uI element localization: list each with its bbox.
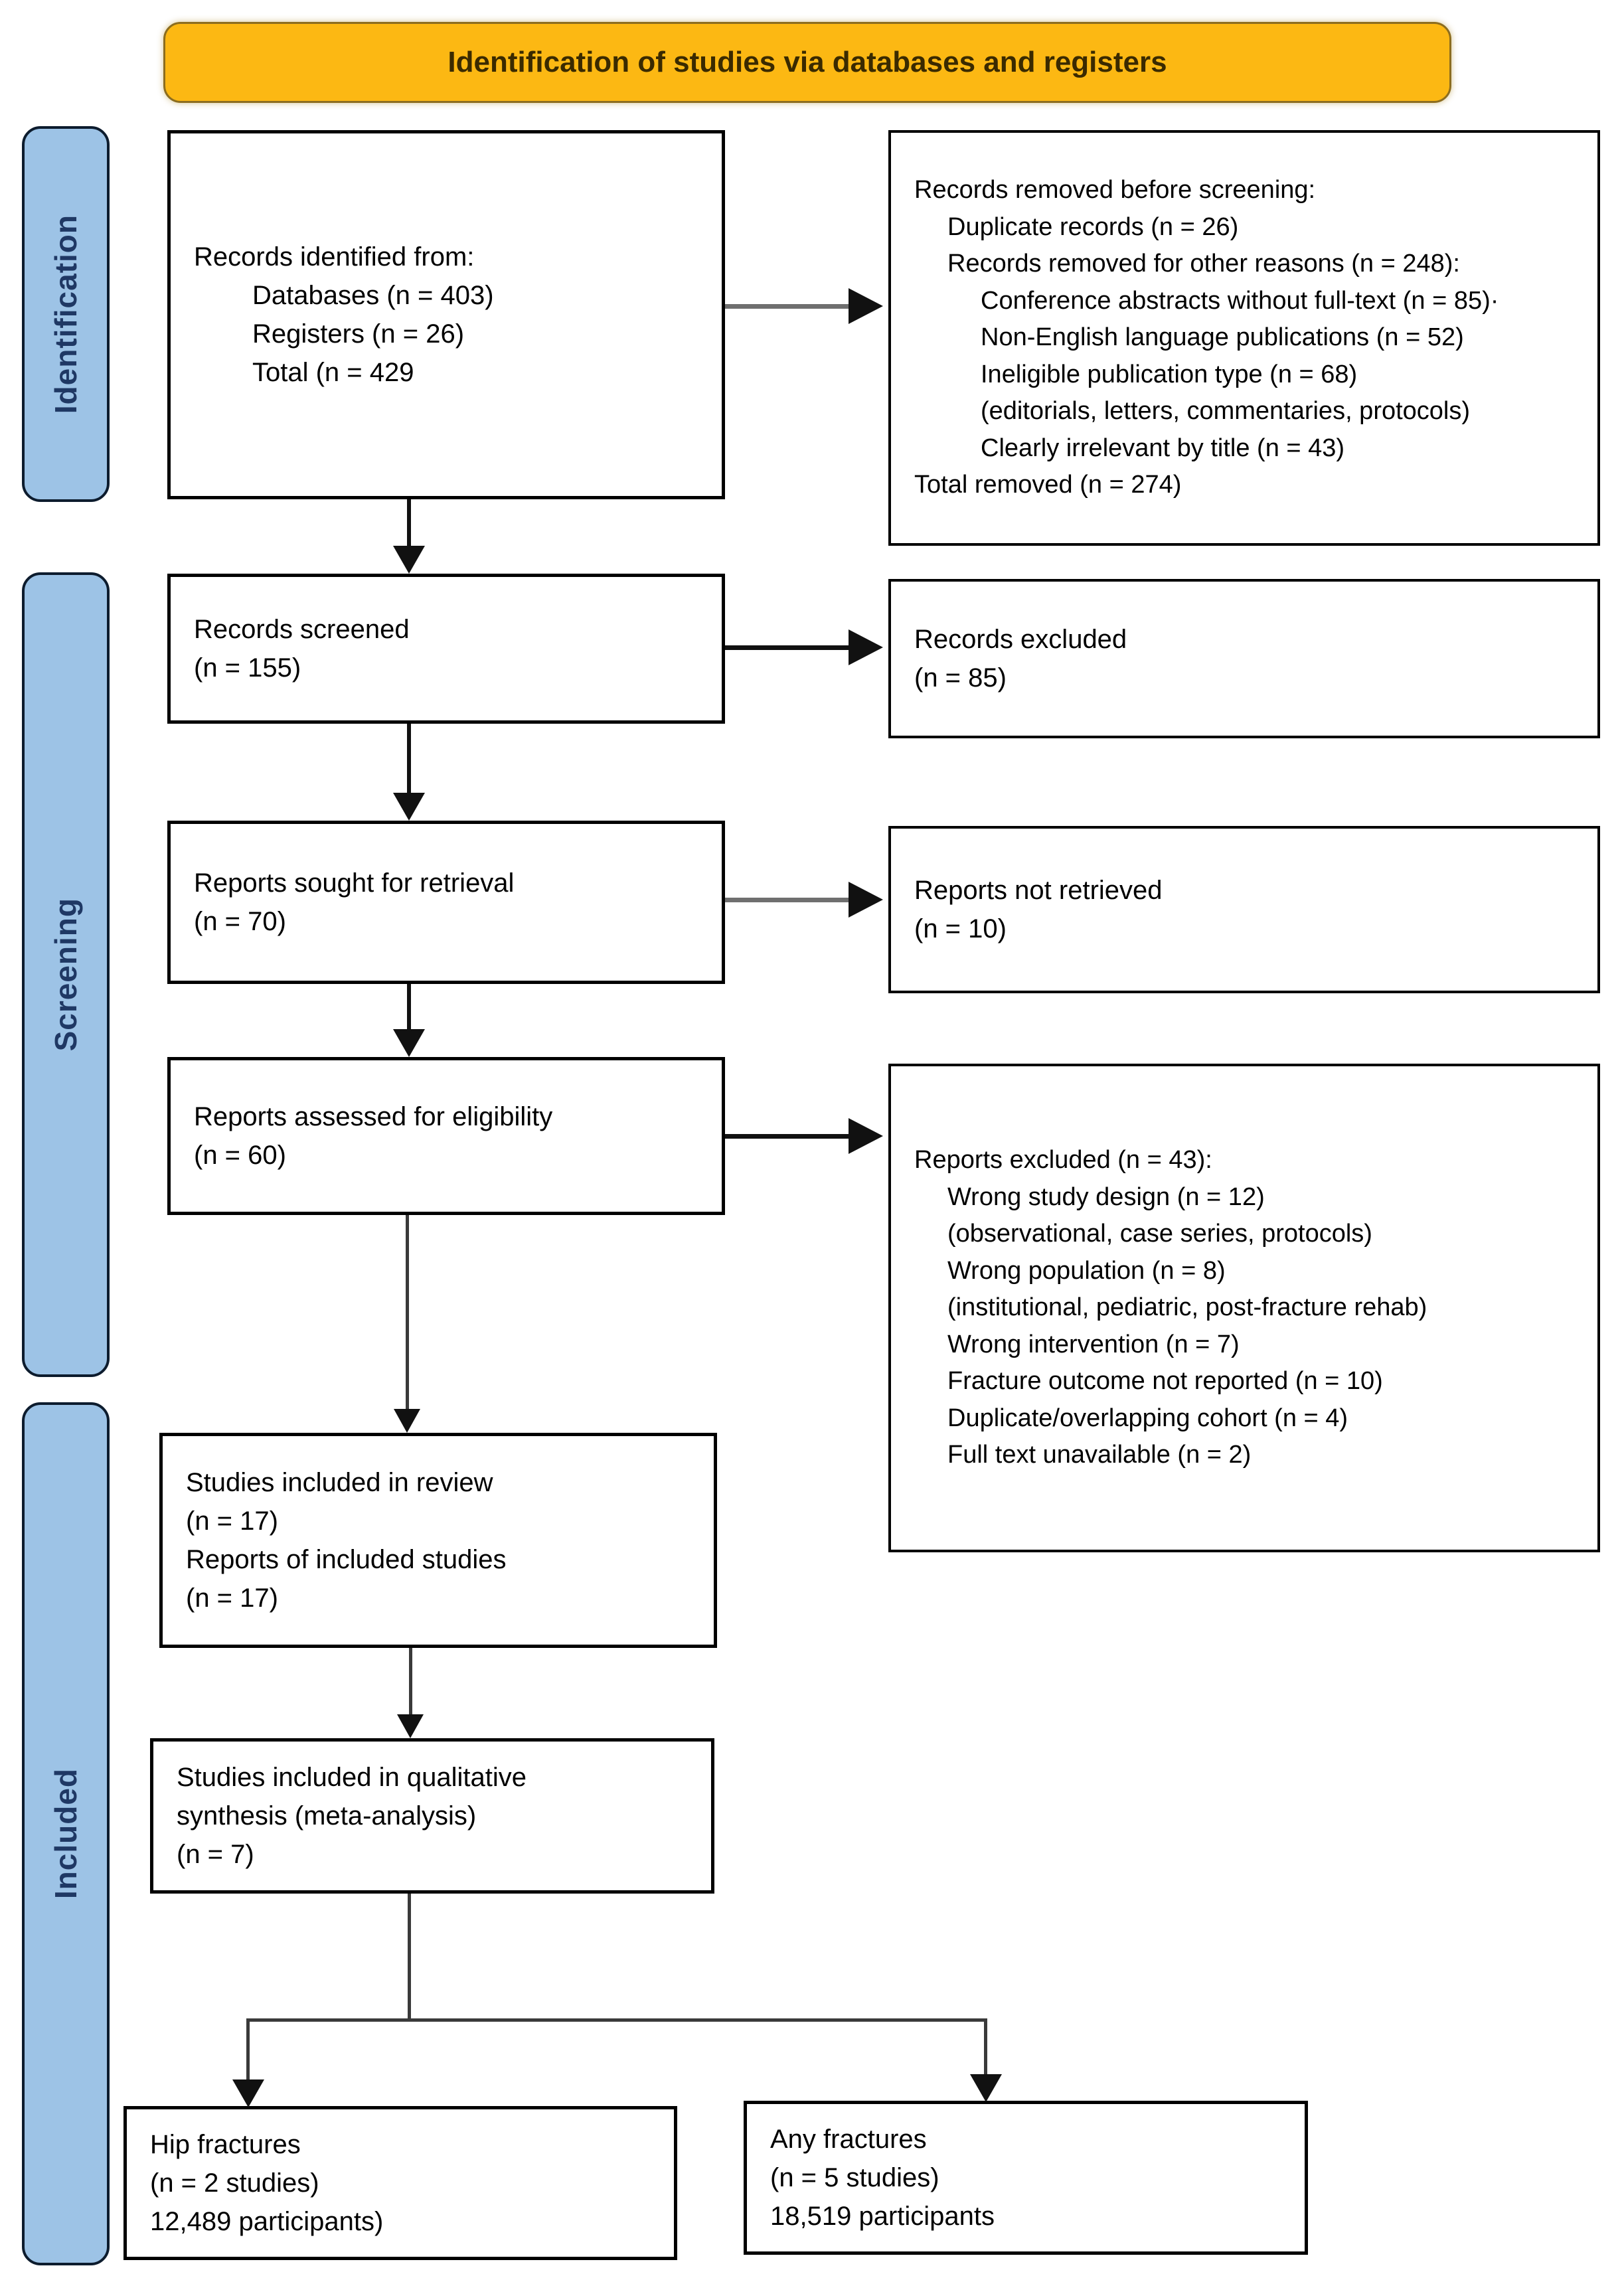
box-studies-included-review: Studies included in review (n = 17) Repo… (159, 1433, 717, 1648)
box-line: Hip fractures (150, 2130, 301, 2159)
banner-identification-via-databases: Identification of studies via databases … (163, 22, 1451, 103)
box-line: Ineligible publication type (n = 68) (981, 360, 1358, 388)
box-line: Duplicate records (n = 26) (947, 212, 1239, 241)
box-line: (editorials, letters, commentaries, prot… (981, 397, 1471, 426)
box-line: Records excluded (914, 625, 1127, 654)
box-line: Fracture outcome not reported (n = 10) (947, 1367, 1383, 1396)
box-line: Wrong study design (n = 12) (947, 1182, 1265, 1211)
stage-included: Included (22, 1402, 110, 2265)
box-line: Total (n = 429 (252, 358, 414, 387)
box-line: (n = 17) (186, 1506, 278, 1536)
box-line: (n = 60) (194, 1141, 286, 1170)
box-line: Records identified from: (194, 242, 475, 272)
box-line: synthesis (meta-analysis) (177, 1801, 477, 1831)
box-records-removed: Records removed before screening: Duplic… (888, 130, 1600, 546)
box-line: Records removed before screening: (914, 176, 1316, 204)
box-reports-not-retrieved: Reports not retrieved (n = 10) (888, 826, 1600, 993)
box-line: Records removed for other reasons (n = 2… (947, 250, 1460, 278)
arrowhead-down-icon (970, 2074, 1002, 2102)
box-records-screened: Records screened (n = 155) (167, 574, 725, 724)
box-line: Non-English language publications (n = 5… (981, 323, 1464, 352)
box-line: Studies included in review (186, 1468, 493, 1497)
arrowhead-right-icon (849, 288, 883, 324)
box-line: Wrong population (n = 8) (947, 1256, 1226, 1285)
arrowhead-down-icon (232, 2079, 264, 2107)
box-records-excluded: Records excluded (n = 85) (888, 579, 1600, 738)
box-records-identified: Records identified from: Databases (n = … (167, 130, 725, 499)
box-line: Databases (n = 403) (252, 281, 494, 310)
box-line: Full text unavailable (n = 2) (947, 1441, 1252, 1469)
stage-included-label: Included (48, 1768, 83, 1900)
box-line: (n = 70) (194, 907, 286, 936)
arrowhead-down-icon (393, 546, 425, 574)
arrowhead-down-icon (393, 793, 425, 821)
box-line: Records screened (194, 615, 410, 644)
box-line: Total removed (n = 274) (914, 471, 1182, 499)
box-reports-assessed: Reports assessed for eligibility (n = 60… (167, 1057, 725, 1215)
box-line: Duplicate/overlapping cohort (n = 4) (947, 1404, 1348, 1432)
arrowhead-down-icon (394, 1409, 420, 1433)
stage-identification-label: Identification (48, 214, 83, 414)
box-line: (n = 10) (914, 914, 1007, 943)
box-line: Studies included in qualitative (177, 1763, 527, 1792)
box-reports-sought: Reports sought for retrieval (n = 70) (167, 821, 725, 984)
stage-screening: Screening (22, 572, 110, 1377)
box-line: Wrong intervention (n = 7) (947, 1330, 1240, 1358)
arrowhead-down-icon (397, 1714, 424, 1738)
box-line: Reports not retrieved (914, 876, 1163, 905)
arrowhead-right-icon (849, 882, 883, 918)
box-line: (n = 17) (186, 1584, 278, 1613)
box-studies-qualitative-synthesis: Studies included in qualitative synthesi… (150, 1738, 714, 1894)
box-line: Clearly irrelevant by title (n = 43) (981, 434, 1345, 462)
box-line: (n = 5 studies) (770, 2163, 939, 2192)
box-line: Reports excluded (n = 43): (914, 1146, 1212, 1175)
stage-identification: Identification (22, 126, 110, 502)
box-line: Any fractures (770, 2125, 927, 2154)
box-line: Conference abstracts without full-text (… (981, 286, 1499, 315)
box-any-fractures: Any fractures (n = 5 studies) 18,519 par… (744, 2101, 1308, 2255)
box-hip-fractures: Hip fractures (n = 2 studies) 12,489 par… (123, 2106, 677, 2260)
box-line: 18,519 participants (770, 2202, 995, 2231)
box-line: Reports sought for retrieval (194, 868, 515, 898)
arrowhead-right-icon (849, 629, 883, 665)
box-line: (observational, case series, protocols) (947, 1220, 1372, 1248)
stage-screening-label: Screening (48, 898, 83, 1052)
box-line: (n = 2 studies) (150, 2168, 319, 2198)
banner-title: Identification of studies via databases … (447, 46, 1167, 78)
arrowhead-down-icon (393, 1029, 425, 1057)
box-line: (n = 7) (177, 1840, 254, 1869)
box-line: (n = 85) (914, 663, 1007, 692)
box-line: Reports of included studies (186, 1545, 507, 1574)
box-line: Reports assessed for eligibility (194, 1102, 553, 1131)
box-line: (institutional, pediatric, post-fracture… (947, 1293, 1427, 1322)
arrowhead-right-icon (849, 1118, 883, 1154)
box-line: 12,489 participants) (150, 2207, 384, 2236)
box-line: (n = 155) (194, 653, 301, 683)
box-reports-excluded: Reports excluded (n = 43): Wrong study d… (888, 1064, 1600, 1552)
box-line: Registers (n = 26) (252, 319, 465, 349)
